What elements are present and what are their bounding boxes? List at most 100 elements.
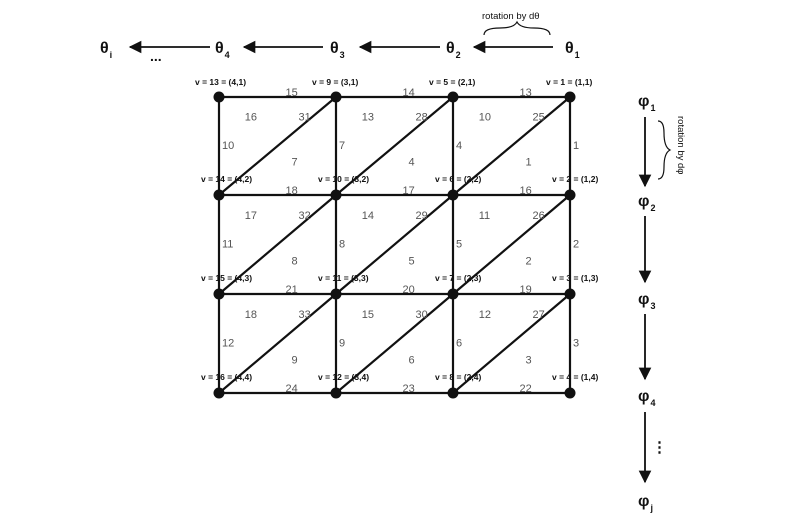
- rotation-theta-label: rotation by dθ: [482, 11, 540, 22]
- theta-3-label: θ3: [330, 40, 345, 60]
- diagonal-edge: [218, 96, 337, 196]
- diagonal-edge-number: 32: [299, 210, 311, 222]
- horizontal-edge-number: 15: [286, 87, 298, 99]
- mesh-vertex: [447, 387, 459, 399]
- theta-4-label: θ4: [215, 40, 230, 60]
- vertex-label: v = 12 = (3,4): [318, 372, 369, 382]
- rotation-phi-label: rotation by dφ: [675, 116, 686, 174]
- diagonal-edge: [452, 293, 571, 394]
- vertex-label: v = 5 = (2,1): [429, 77, 475, 87]
- diagonal-edge: [452, 194, 571, 295]
- vertical-edge-number: 7: [339, 140, 345, 152]
- lower-triangle-number: 4: [409, 157, 415, 169]
- mesh-vertex: [447, 91, 459, 103]
- lower-triangle-number: 3: [526, 354, 532, 366]
- horizontal-edge-number: 17: [403, 185, 415, 197]
- vertex-label: v = 11 = (3,3): [318, 273, 369, 283]
- lower-triangle-number: 1: [526, 157, 532, 169]
- theta-2-label: θ2: [446, 40, 461, 60]
- vertex-label: v = 1 = (1,1): [546, 77, 592, 87]
- diagonal-edge-number: 31: [299, 112, 311, 124]
- upper-triangle-number: 15: [362, 309, 374, 321]
- mesh-vertex: [447, 288, 459, 300]
- theta-1-label: θ1: [565, 40, 580, 60]
- diagonal-edge-number: 26: [533, 210, 545, 222]
- mesh-vertex: [447, 189, 459, 201]
- vertical-edge-number: 8: [339, 239, 345, 251]
- phi-2-label: φ2: [638, 193, 655, 213]
- vertical-edge-number: 11: [222, 239, 233, 251]
- mesh-vertex: [564, 387, 576, 399]
- upper-triangle-number: 13: [362, 112, 374, 124]
- diagonal-edge: [218, 194, 337, 295]
- vertex-label: v = 16 = (4,4): [201, 372, 252, 382]
- lower-triangle-number: 9: [292, 354, 298, 366]
- vertex-label: v = 3 = (1,3): [552, 273, 598, 283]
- lower-triangle-number: 2: [526, 255, 532, 267]
- upper-triangle-number: 14: [362, 210, 374, 222]
- mesh-vertex: [564, 91, 576, 103]
- horizontal-edge-number: 23: [403, 383, 415, 395]
- mesh-vertex: [564, 288, 576, 300]
- mesh-vertex-labels: v = 13 = (4,1)v = 9 = (3,1)v = 5 = (2,1)…: [195, 77, 598, 382]
- mesh-vertex: [330, 288, 342, 300]
- vertex-label: v = 10 = (3,2): [318, 174, 369, 184]
- vertex-label: v = 13 = (4,1): [195, 77, 246, 87]
- diagonal-edge: [452, 96, 571, 196]
- diagonal-edge-number: 25: [533, 112, 545, 124]
- horizontal-edge-number: 24: [286, 383, 298, 395]
- upper-triangle-number: 16: [245, 112, 257, 124]
- vertex-label: v = 15 = (4,3): [201, 273, 252, 283]
- vertical-edge-number: 3: [573, 338, 579, 350]
- vertex-label: v = 14 = (4,2): [201, 174, 252, 184]
- horizontal-edge-number: 19: [520, 284, 532, 296]
- upper-triangle-number: 12: [479, 309, 491, 321]
- mesh-vertex: [213, 387, 225, 399]
- vertical-edge-number: 9: [339, 338, 345, 350]
- phi-3-label: φ3: [638, 291, 655, 311]
- phi-labels: φ1 φ2 φ3 φ4 ⋮ φj: [638, 93, 667, 513]
- vertex-label: v = 7 = (2,3): [435, 273, 481, 283]
- vertical-edge-number: 5: [456, 239, 462, 251]
- vertical-edge-number: 10: [222, 140, 234, 152]
- phi-ellipsis: ⋮: [652, 439, 667, 456]
- vertex-label: v = 6 = (2,2): [435, 174, 481, 184]
- mesh-vertex: [213, 288, 225, 300]
- theta-i-label: θi: [100, 40, 112, 60]
- mesh-vertex: [213, 189, 225, 201]
- horizontal-edge-number: 16: [520, 185, 532, 197]
- mesh-vertex: [213, 91, 225, 103]
- upper-triangle-number: 18: [245, 309, 257, 321]
- horizontal-edge-number: 22: [520, 383, 532, 395]
- horizontal-edge-number: 14: [403, 87, 415, 99]
- horizontal-edge-number: 13: [520, 87, 532, 99]
- vertical-edge-number: 12: [222, 338, 234, 350]
- diagonal-edge: [335, 194, 454, 295]
- diagonal-edge-number: 30: [416, 309, 428, 321]
- rotation-theta-brace: [483, 20, 551, 36]
- upper-triangle-number: 11: [479, 210, 490, 222]
- upper-triangle-number: 17: [245, 210, 257, 222]
- diagonal-edge: [335, 96, 454, 196]
- horizontal-edge-number: 18: [286, 185, 298, 197]
- rotation-phi-brace: [657, 120, 672, 180]
- phi-1-label: φ1: [638, 93, 655, 113]
- lower-triangle-number: 7: [292, 157, 298, 169]
- mesh-vertex: [564, 189, 576, 201]
- mesh-nodes: [213, 91, 576, 399]
- vertex-label: v = 8 = (2,4): [435, 372, 481, 382]
- mesh-vertex: [330, 91, 342, 103]
- lower-triangle-number: 8: [292, 255, 298, 267]
- phi-4-label: φ4: [638, 388, 655, 408]
- theta-labels: θi ... θ4 θ3 θ2 θ1: [100, 40, 580, 64]
- vertical-edge-number: 2: [573, 239, 579, 251]
- theta-ellipsis: ...: [150, 48, 162, 64]
- vertical-edge-number: 6: [456, 338, 462, 350]
- upper-triangle-number: 10: [479, 112, 491, 124]
- lower-triangle-number: 6: [409, 354, 415, 366]
- mesh-vertex: [330, 189, 342, 201]
- horizontal-edge-number: 21: [286, 284, 298, 296]
